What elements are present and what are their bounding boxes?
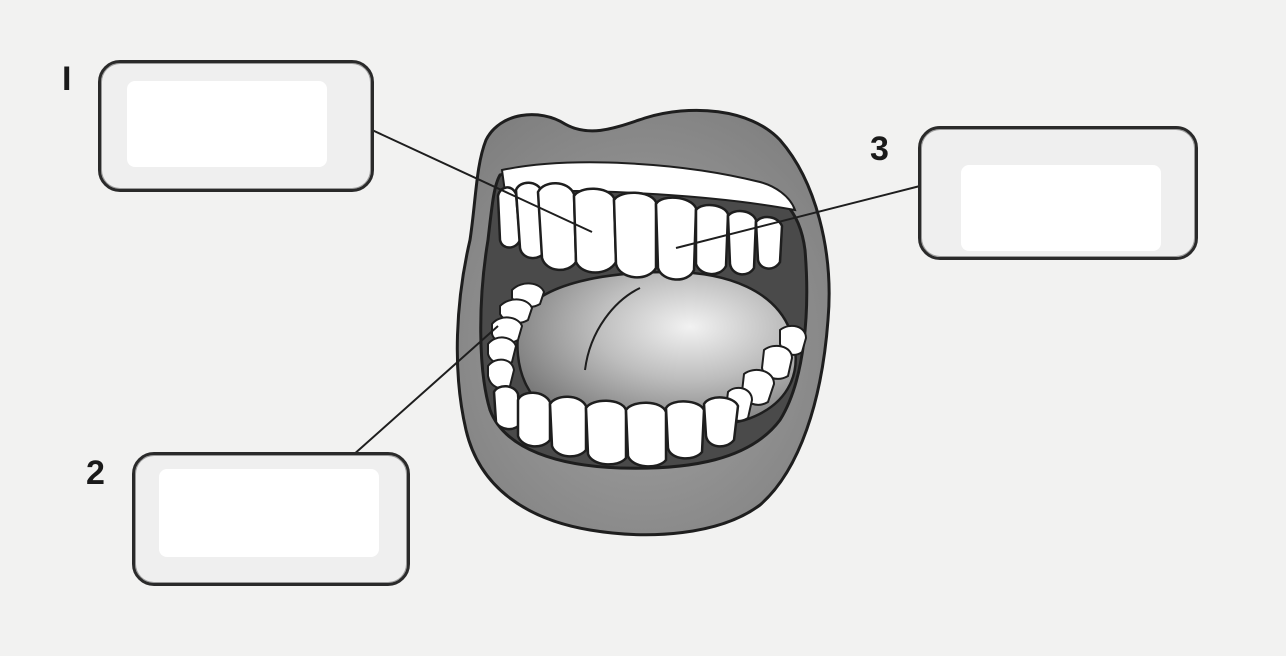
upper-tooth [656,198,696,280]
upper-tooth [538,183,576,270]
label-number-1: I [62,62,71,96]
answer-box-1[interactable] [98,60,374,192]
lower-tooth [518,393,550,447]
lower-tooth [626,403,666,467]
upper-tooth [728,211,756,274]
answer-field-1[interactable] [127,81,327,167]
answer-box-2[interactable] [132,452,410,586]
upper-tooth [614,193,656,278]
lower-tooth [494,386,520,429]
lower-tooth [550,397,586,457]
upper-tooth [574,189,616,273]
answer-field-2[interactable] [159,469,379,557]
answer-field-3[interactable] [961,165,1161,251]
answer-box-3[interactable] [918,126,1198,260]
lower-tooth [666,401,704,458]
lower-tooth [586,401,626,465]
label-number-2: 2 [86,456,105,490]
lower-tooth [704,397,738,446]
label-number-3: 3 [870,132,889,166]
